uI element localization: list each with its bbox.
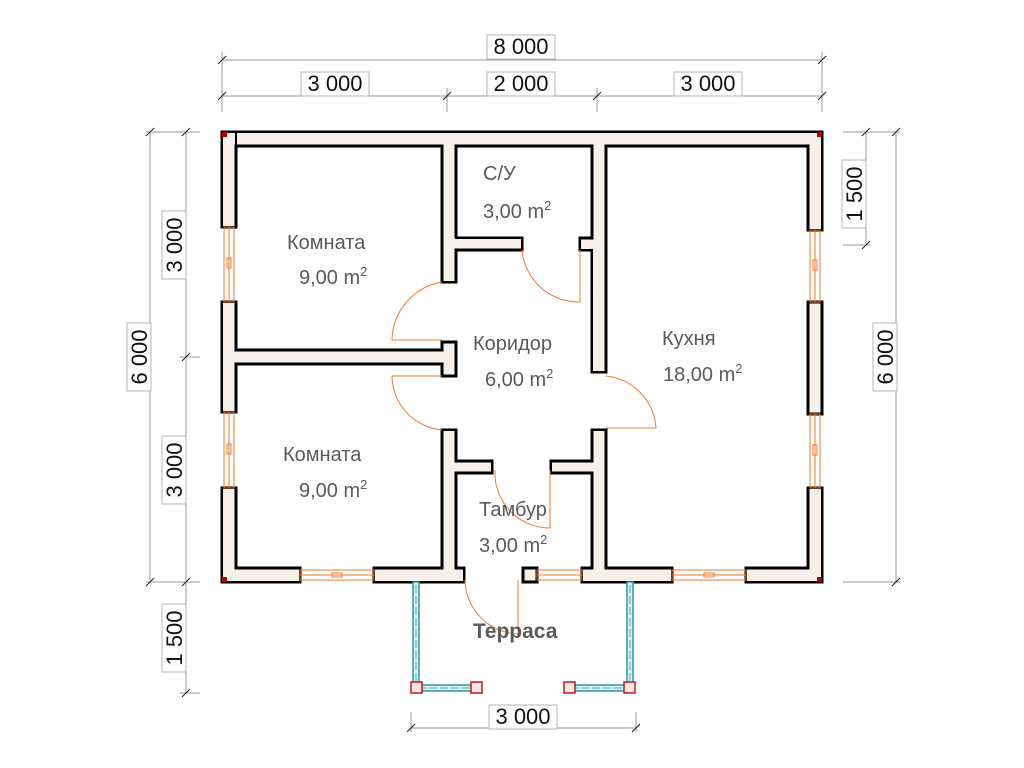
dim-top-seg-3: 3 000 <box>680 71 735 96</box>
door-entrance <box>464 579 519 635</box>
dimension-bottom: 3 000 <box>406 704 641 733</box>
room-area: 18,00 m2 <box>663 361 743 386</box>
dimension-top-segments: 3 000 2 000 3 000 <box>217 71 827 112</box>
room-name: Коридор <box>473 333 552 355</box>
dim-top-seg-1: 3 000 <box>307 71 362 96</box>
window-left-bottom <box>223 411 235 489</box>
dim-top-total-label: 8 000 <box>493 34 548 59</box>
dim-bottom-terrace: 3 000 <box>495 704 550 729</box>
dim-right-top: 1 500 <box>842 166 867 221</box>
window-right-bottom <box>809 413 821 489</box>
room-area: 9,00 m2 <box>299 264 367 289</box>
room-label-bathroom: С/У 3,00 m2 <box>483 163 551 223</box>
windows <box>223 226 821 581</box>
wall-bottom-post <box>521 566 539 584</box>
door-room-bottom <box>391 375 443 431</box>
dim-left-total: 6 000 <box>127 329 152 384</box>
room-label-kitchen: Кухня 18,00 m2 <box>662 328 743 386</box>
window-right-top <box>809 229 821 303</box>
terrace-post <box>623 681 636 694</box>
dimension-right: 1 500 6 000 <box>841 127 901 587</box>
room-name: Комната <box>287 232 366 254</box>
wall-right-2 <box>806 300 824 416</box>
terrace-post <box>470 681 483 694</box>
room-name: Тамбур <box>479 499 547 521</box>
window-left-top <box>223 226 235 303</box>
window-bottom-right <box>671 569 747 581</box>
corner-marker <box>222 577 227 582</box>
room-area: 6,00 m2 <box>485 366 553 391</box>
dim-left-seg-1: 3 000 <box>162 217 187 272</box>
room-label-room-1: Комната 9,00 m2 <box>287 232 367 289</box>
corner-marker <box>222 132 227 137</box>
dimension-left: 6 000 3 000 3 000 1 500 <box>126 127 200 698</box>
door-bathroom <box>521 249 581 303</box>
terrace-railing <box>410 581 636 694</box>
room-label-vestibule: Тамбур 3,00 m2 <box>479 499 547 557</box>
room-area: 3,00 m2 <box>483 198 551 223</box>
room-area: 9,00 m2 <box>299 477 367 502</box>
window-bottom-vestibule <box>536 569 583 581</box>
terrace-label: Терраса <box>473 620 558 643</box>
dim-left-seg-2: 3 000 <box>162 442 187 497</box>
corner-marker <box>817 132 822 137</box>
terrace-post <box>410 681 423 694</box>
room-name: Комната <box>283 444 362 466</box>
room-name: Кухня <box>662 328 716 350</box>
door-vestibule-inner <box>494 469 551 529</box>
terrace-post <box>563 681 576 694</box>
dim-top-seg-2: 2 000 <box>493 71 548 96</box>
room-name: С/У <box>483 163 516 185</box>
dimension-top-total: 8 000 <box>217 34 827 112</box>
walls <box>220 130 824 584</box>
room-label-room-2: Комната 9,00 m2 <box>283 444 367 502</box>
room-label-corridor: Коридор 6,00 m2 <box>473 333 553 391</box>
door-room-top <box>391 281 443 341</box>
dim-left-terrace: 1 500 <box>162 610 187 665</box>
window-bottom-left <box>299 569 375 581</box>
room-area: 3,00 m2 <box>479 532 547 557</box>
corner-marker <box>817 577 822 582</box>
dim-right-total: 6 000 <box>873 329 898 384</box>
door-kitchen <box>605 375 657 429</box>
doors <box>391 249 657 635</box>
